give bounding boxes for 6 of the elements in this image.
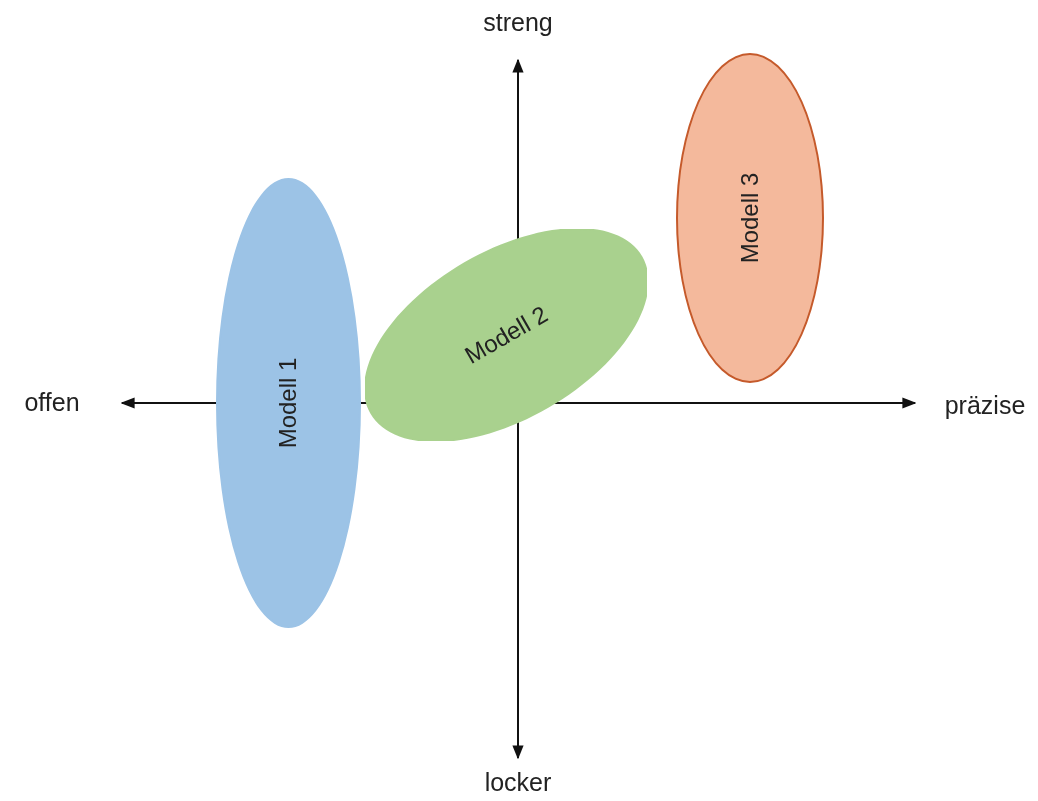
axis-label: präzise (944, 390, 1026, 420)
axis-label: streng (483, 7, 553, 37)
model-label: Modell 1 (274, 357, 302, 449)
axis-label: locker (484, 767, 552, 797)
axis-label: offen (24, 387, 80, 417)
model-label: Modell 3 (736, 172, 764, 264)
